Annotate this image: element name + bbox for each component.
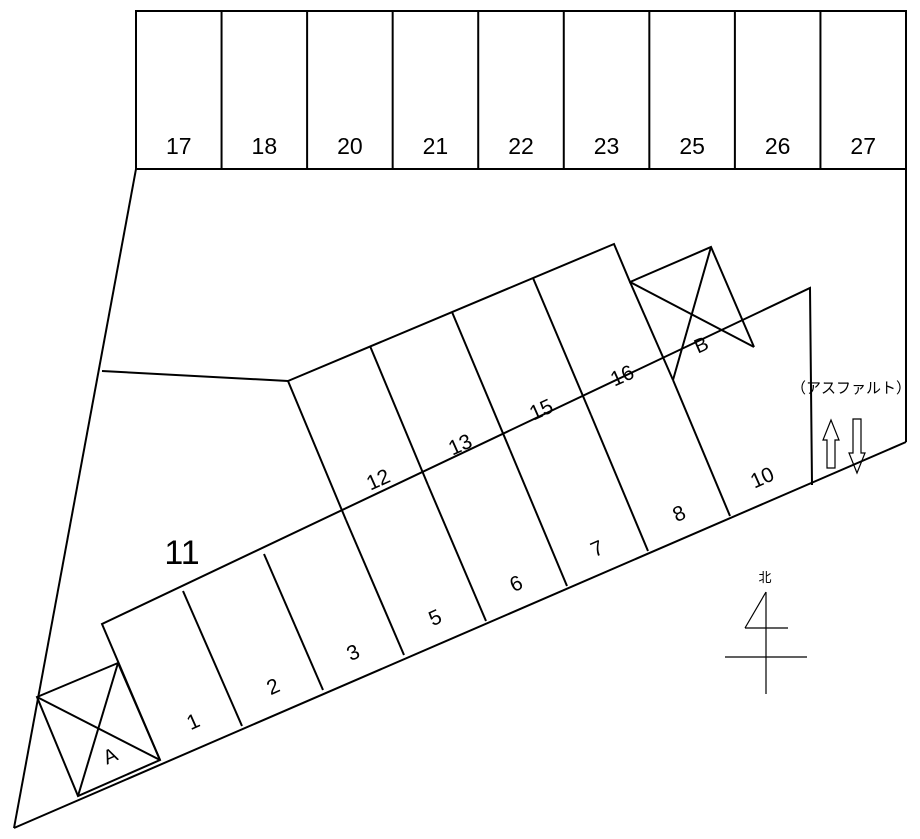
top-row-block	[135, 10, 907, 170]
upper-row-stalls	[286, 242, 755, 521]
stall-divider	[263, 553, 324, 691]
stall-label: 25	[679, 133, 705, 159]
stall-label: 18	[252, 133, 278, 159]
stall-divider	[509, 449, 568, 587]
stall-label: 17	[166, 133, 192, 159]
stall-label: 8	[669, 501, 689, 527]
left-boundary-line	[13, 168, 137, 829]
north-arrow-icon	[725, 591, 807, 694]
x-mark-icon	[77, 662, 119, 797]
north-label: 北	[758, 570, 771, 585]
stall-label: 20	[337, 133, 363, 159]
stall-divider	[532, 277, 592, 416]
lower-row-outline	[100, 286, 813, 761]
stall-label: 2	[263, 674, 283, 700]
lower-row-labels: 1 2 3 5 6 7 8 10	[183, 463, 777, 735]
stall-label: 13	[445, 430, 476, 461]
stall-divider	[369, 345, 429, 486]
stall-divider	[590, 414, 649, 552]
stall-divider	[672, 379, 731, 517]
stall-divider	[629, 281, 674, 381]
stall-divider	[451, 311, 511, 451]
stall-label: 27	[850, 133, 876, 159]
up-down-arrows-icon	[822, 418, 866, 475]
x-mark-icon	[672, 246, 712, 381]
stall-label: 16	[607, 361, 638, 392]
lot-boundary	[13, 10, 907, 829]
stall-label: 1	[183, 709, 203, 735]
surface-note: （アスファルト）	[791, 380, 911, 397]
stall-label: 12	[363, 465, 394, 496]
up-arrow-icon	[822, 418, 840, 469]
reserved-space-a: A	[35, 661, 162, 798]
space-a-label: A	[100, 743, 122, 769]
stall-label: 5	[425, 605, 445, 631]
stall-divider	[427, 484, 487, 622]
stall-label: 26	[765, 133, 791, 159]
stall-label: 3	[343, 640, 363, 666]
stall-label: 22	[508, 133, 534, 159]
stall-label: 21	[423, 133, 449, 159]
stall-divider	[182, 590, 243, 727]
stall-divider	[345, 519, 405, 656]
bottom-boundary-line	[13, 441, 907, 829]
stall-label: 7	[587, 536, 607, 562]
down-arrow-icon	[848, 418, 866, 475]
compass: 北	[725, 570, 807, 694]
upper-row-outline	[286, 242, 755, 521]
top-row-stalls: 17 18 20 21 22 23 25 26 27	[166, 11, 876, 169]
area-divider-line	[101, 370, 289, 382]
stall-label: 6	[506, 571, 526, 597]
reserved-space-b: B	[629, 246, 755, 381]
stall-label: 23	[594, 133, 620, 159]
stall-label: 10	[747, 463, 778, 494]
area-label: 11	[164, 534, 199, 572]
lower-row-stalls	[100, 286, 813, 761]
